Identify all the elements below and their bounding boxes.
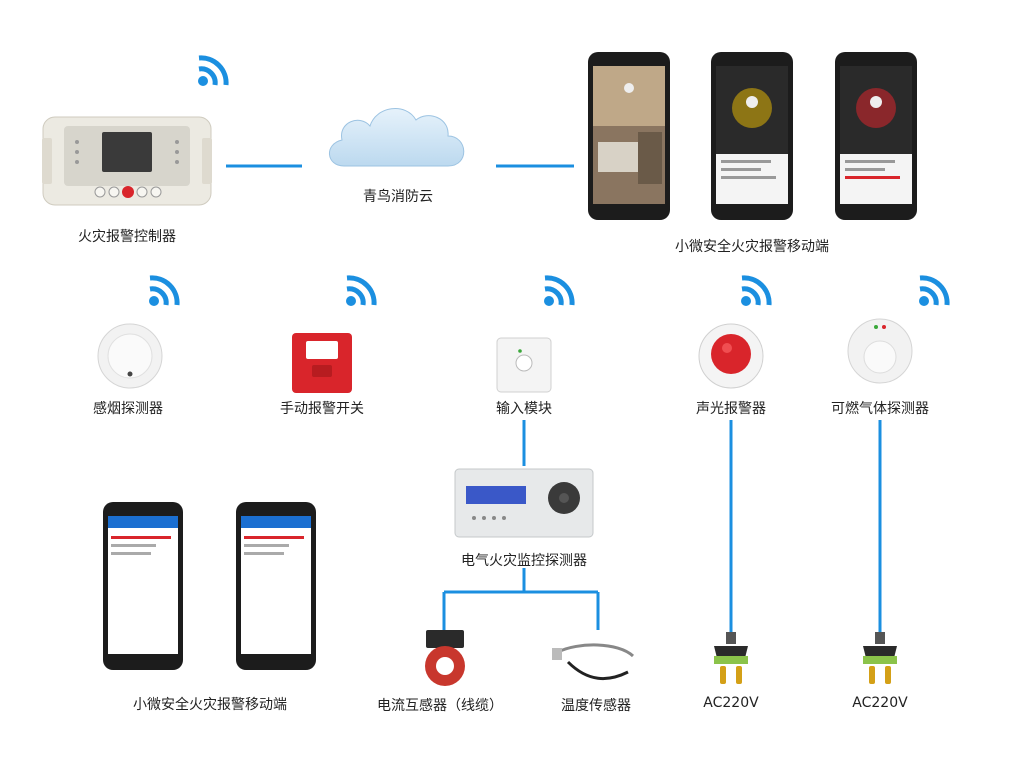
wifi-icon bbox=[544, 275, 575, 306]
temperature-sensor bbox=[552, 643, 635, 681]
sound-light-label: 声光报警器 bbox=[696, 401, 766, 417]
temp-label: 温度传感器 bbox=[561, 698, 631, 714]
current-label: 电流互感器（线缆） bbox=[377, 698, 503, 714]
manual-alarm-switch bbox=[292, 333, 352, 393]
smoke-detector bbox=[97, 323, 163, 389]
wifi-icon bbox=[741, 275, 772, 306]
mobile-bottom-label: 小微安全火灾报警移动端 bbox=[133, 697, 287, 713]
input-module bbox=[496, 337, 552, 393]
manual-label: 手动报警开关 bbox=[280, 401, 364, 417]
fire-alarm-controller bbox=[42, 116, 212, 206]
wifi-icon bbox=[198, 55, 229, 86]
mobile-top-label: 小微安全火灾报警移动端 bbox=[675, 239, 829, 255]
smoke-label: 感烟探测器 bbox=[93, 401, 163, 417]
monitor-label: 电气火灾监控探测器 bbox=[461, 553, 587, 569]
input-label: 输入模块 bbox=[496, 401, 552, 417]
wifi-icon bbox=[346, 275, 377, 306]
phone-3 bbox=[835, 52, 917, 220]
cloud-icon bbox=[329, 108, 465, 167]
gas-detector bbox=[847, 318, 913, 384]
phone-5 bbox=[236, 502, 316, 670]
gas-label: 可燃气体探测器 bbox=[831, 401, 929, 417]
power-plug-icon bbox=[714, 632, 748, 684]
sound-light-alarm bbox=[698, 323, 764, 389]
electrical-fire-monitor bbox=[454, 468, 594, 538]
cloud-label: 青鸟消防云 bbox=[363, 189, 433, 205]
phone-1 bbox=[588, 52, 670, 220]
current-transformer bbox=[425, 630, 465, 686]
ac-label-1: AC220V bbox=[703, 695, 759, 711]
ac-label-2: AC220V bbox=[852, 695, 908, 711]
phone-4 bbox=[103, 502, 183, 670]
wifi-icon bbox=[919, 275, 950, 306]
power-plug-icon bbox=[863, 632, 897, 684]
wifi-icon bbox=[149, 275, 180, 306]
phone-2 bbox=[711, 52, 793, 220]
controller-label: 火灾报警控制器 bbox=[78, 229, 176, 245]
